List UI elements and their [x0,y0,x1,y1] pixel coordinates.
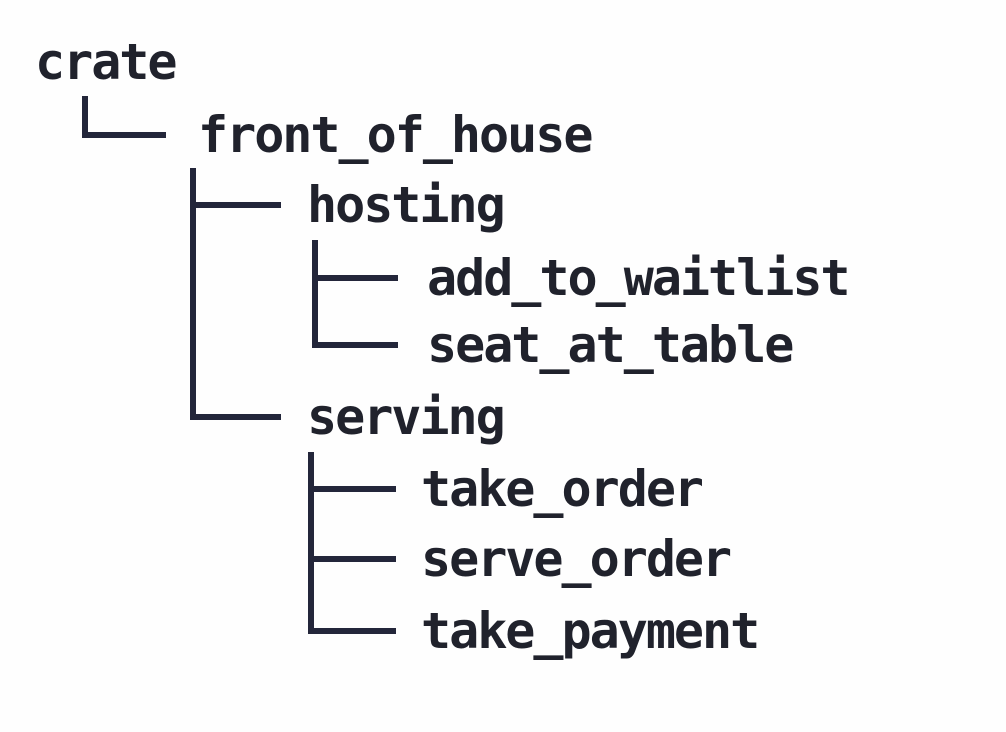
branch-line-serve-order-tick [308,556,396,562]
branch-line-crate-vertical [82,96,88,138]
tree-node-take-payment: take_payment [421,602,760,660]
branch-line-serving-elbow [190,414,281,420]
tree-node-serving: serving [307,388,506,446]
tree-node-front-of-house: front_of_house [198,106,593,164]
tree-node-hosting: hosting [307,176,506,234]
branch-line-serving-vertical [308,452,314,634]
tree-node-add-to-waitlist: add_to_waitlist [427,249,851,307]
tree-node-take-order: take_order [421,460,704,518]
tree-node-crate: crate [35,33,178,91]
branch-line-hosting-tick [190,202,281,208]
branch-line-front-of-house-elbow [82,132,166,138]
branch-line-take-payment-elbow [308,628,396,634]
branch-line-front-of-house-vertical [190,168,196,420]
branch-line-hosting-vertical [312,240,318,348]
tree-node-serve-order: serve_order [421,530,732,588]
branch-line-add-to-waitlist-tick [312,275,398,281]
branch-line-seat-at-table-elbow [312,342,398,348]
branch-line-take-order-tick [308,486,396,492]
tree-node-seat-at-table: seat_at_table [427,316,794,374]
